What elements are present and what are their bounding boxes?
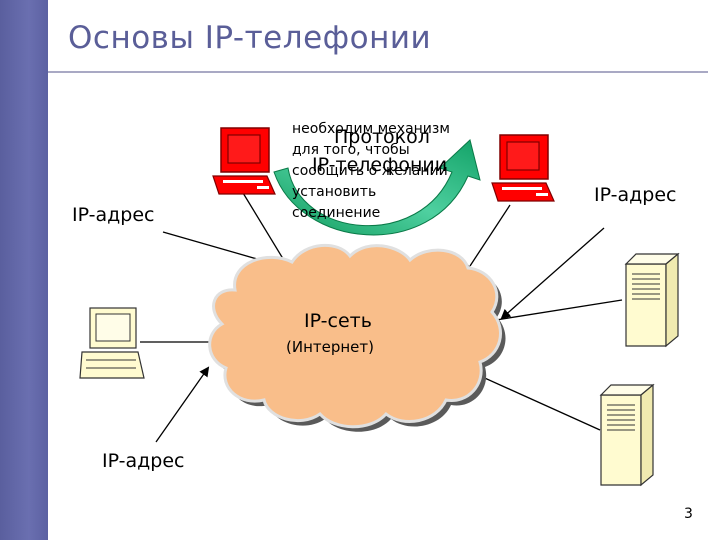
beige-computer-icon: [79, 307, 145, 379]
line-server-top: [495, 299, 623, 321]
server-icon: [599, 383, 655, 487]
line-right-red-computer: [469, 204, 511, 267]
line-topright-label: [500, 227, 605, 320]
protocol-note: необходим механизм для того, чтобы сообщ…: [292, 121, 450, 221]
cloud-subtitle: (Интернет): [286, 338, 374, 356]
red-computer-icon: [212, 127, 276, 195]
slide-title: Основы IP-телефонии: [68, 20, 432, 56]
protocol-label-line1: Протокол: [334, 126, 430, 148]
red-computer-icon: [491, 134, 555, 202]
cloud-title: IP-сеть: [304, 310, 372, 332]
connection-lines: [140, 187, 623, 443]
server-icon: [624, 252, 680, 348]
page-number: 3: [684, 506, 693, 522]
line-server-bottom: [477, 374, 601, 431]
cloud-shape: [208, 243, 506, 432]
ip-address-label-top-right: IP-адрес: [594, 184, 677, 206]
title-divider: [48, 71, 708, 73]
ip-address-label-top-left: IP-адрес: [72, 204, 155, 226]
protocol-arrow: [273, 139, 481, 236]
ip-address-label-bottom-left: IP-адрес: [102, 450, 185, 472]
line-left-red-computer: [239, 187, 286, 263]
protocol-label-line2: IP-телефонии: [312, 154, 448, 176]
line-bottomleft-label: [155, 366, 210, 443]
sidebar-band: [0, 0, 48, 540]
